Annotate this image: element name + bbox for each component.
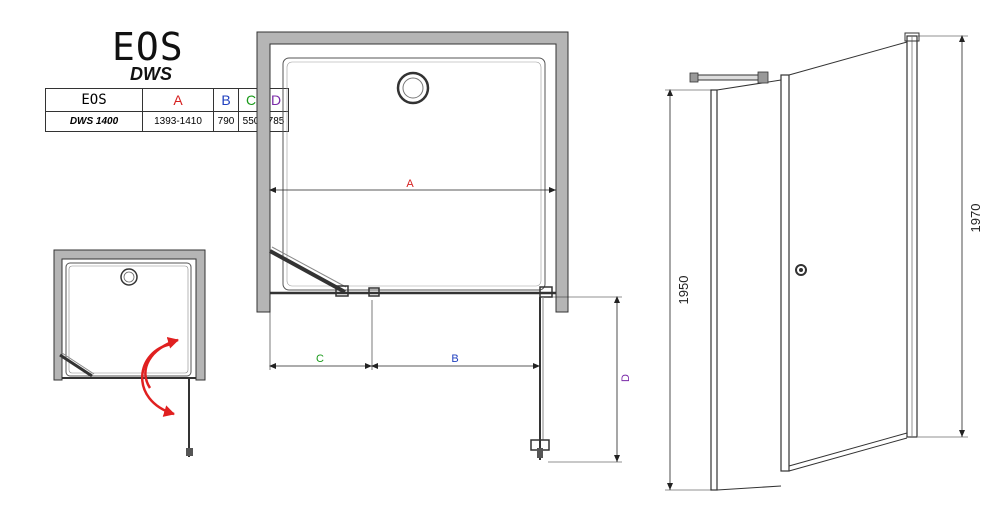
product-subtitle: DWS (130, 64, 172, 84)
label-height-1970: 1970 (968, 204, 983, 233)
cell-model: DWS 1400 (45, 111, 143, 132)
spec-table-header: EOS A B C D (45, 88, 289, 112)
label-c: C (316, 353, 324, 365)
label-height-1950: 1950 (676, 276, 691, 305)
product-title: EOS (112, 25, 184, 69)
small-plan-view (53, 249, 206, 457)
label-d: D (620, 374, 632, 382)
dimension-d (548, 296, 622, 463)
main-plan-view (256, 31, 569, 460)
label-a: A (406, 178, 414, 190)
dimension-c-b (269, 300, 540, 370)
elevation-view (689, 32, 920, 491)
dimension-height-1970 (918, 35, 968, 438)
label-b: B (451, 353, 458, 365)
dimension-height-1950 (665, 89, 712, 491)
